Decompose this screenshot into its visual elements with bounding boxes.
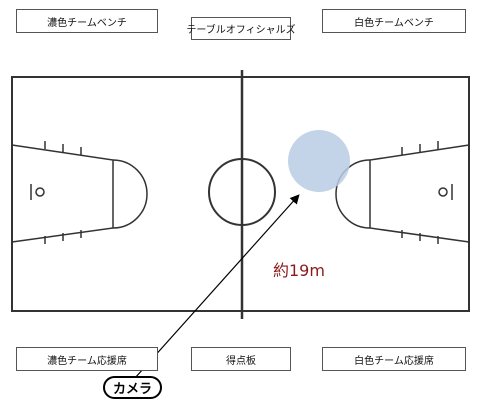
camera-sight-arrow (134, 194, 300, 379)
dark-team-cheering-box: 濃色チーム応援席 (16, 347, 158, 371)
white-team-cheering-label: 白色チーム応援席 (354, 355, 434, 367)
target-area-circle (288, 130, 350, 192)
left-basket (35, 187, 45, 197)
dark-team-cheering-label: 濃色チーム応援席 (47, 355, 127, 367)
right-basket (438, 187, 448, 197)
court-boundary (11, 76, 470, 312)
right-lane-marks (401, 141, 439, 244)
camera-label: カメラ (112, 382, 152, 397)
scoreboard-label: 得点板 (226, 355, 256, 367)
right-free-throw-arc (335, 159, 371, 229)
dark-team-bench-box: 濃色チームベンチ (16, 9, 158, 33)
scoreboard-box: 得点板 (191, 347, 291, 371)
left-free-throw-arc (112, 159, 148, 229)
white-team-cheering-box: 白色チーム応援席 (322, 347, 466, 371)
left-lane-marks (44, 141, 82, 244)
distance-label: 約19m (273, 261, 325, 280)
center-circle (208, 158, 276, 226)
table-officials-box: テーブルオフィシャルズ (186, 17, 296, 40)
camera-badge: カメラ (103, 376, 162, 399)
table-officials-label: テーブルオフィシャルズ (186, 25, 296, 36)
dark-team-bench-label: 濃色チームベンチ (47, 17, 127, 29)
white-team-bench-box: 白色チームベンチ (322, 9, 466, 33)
white-team-bench-label: 白色チームベンチ (354, 17, 434, 29)
